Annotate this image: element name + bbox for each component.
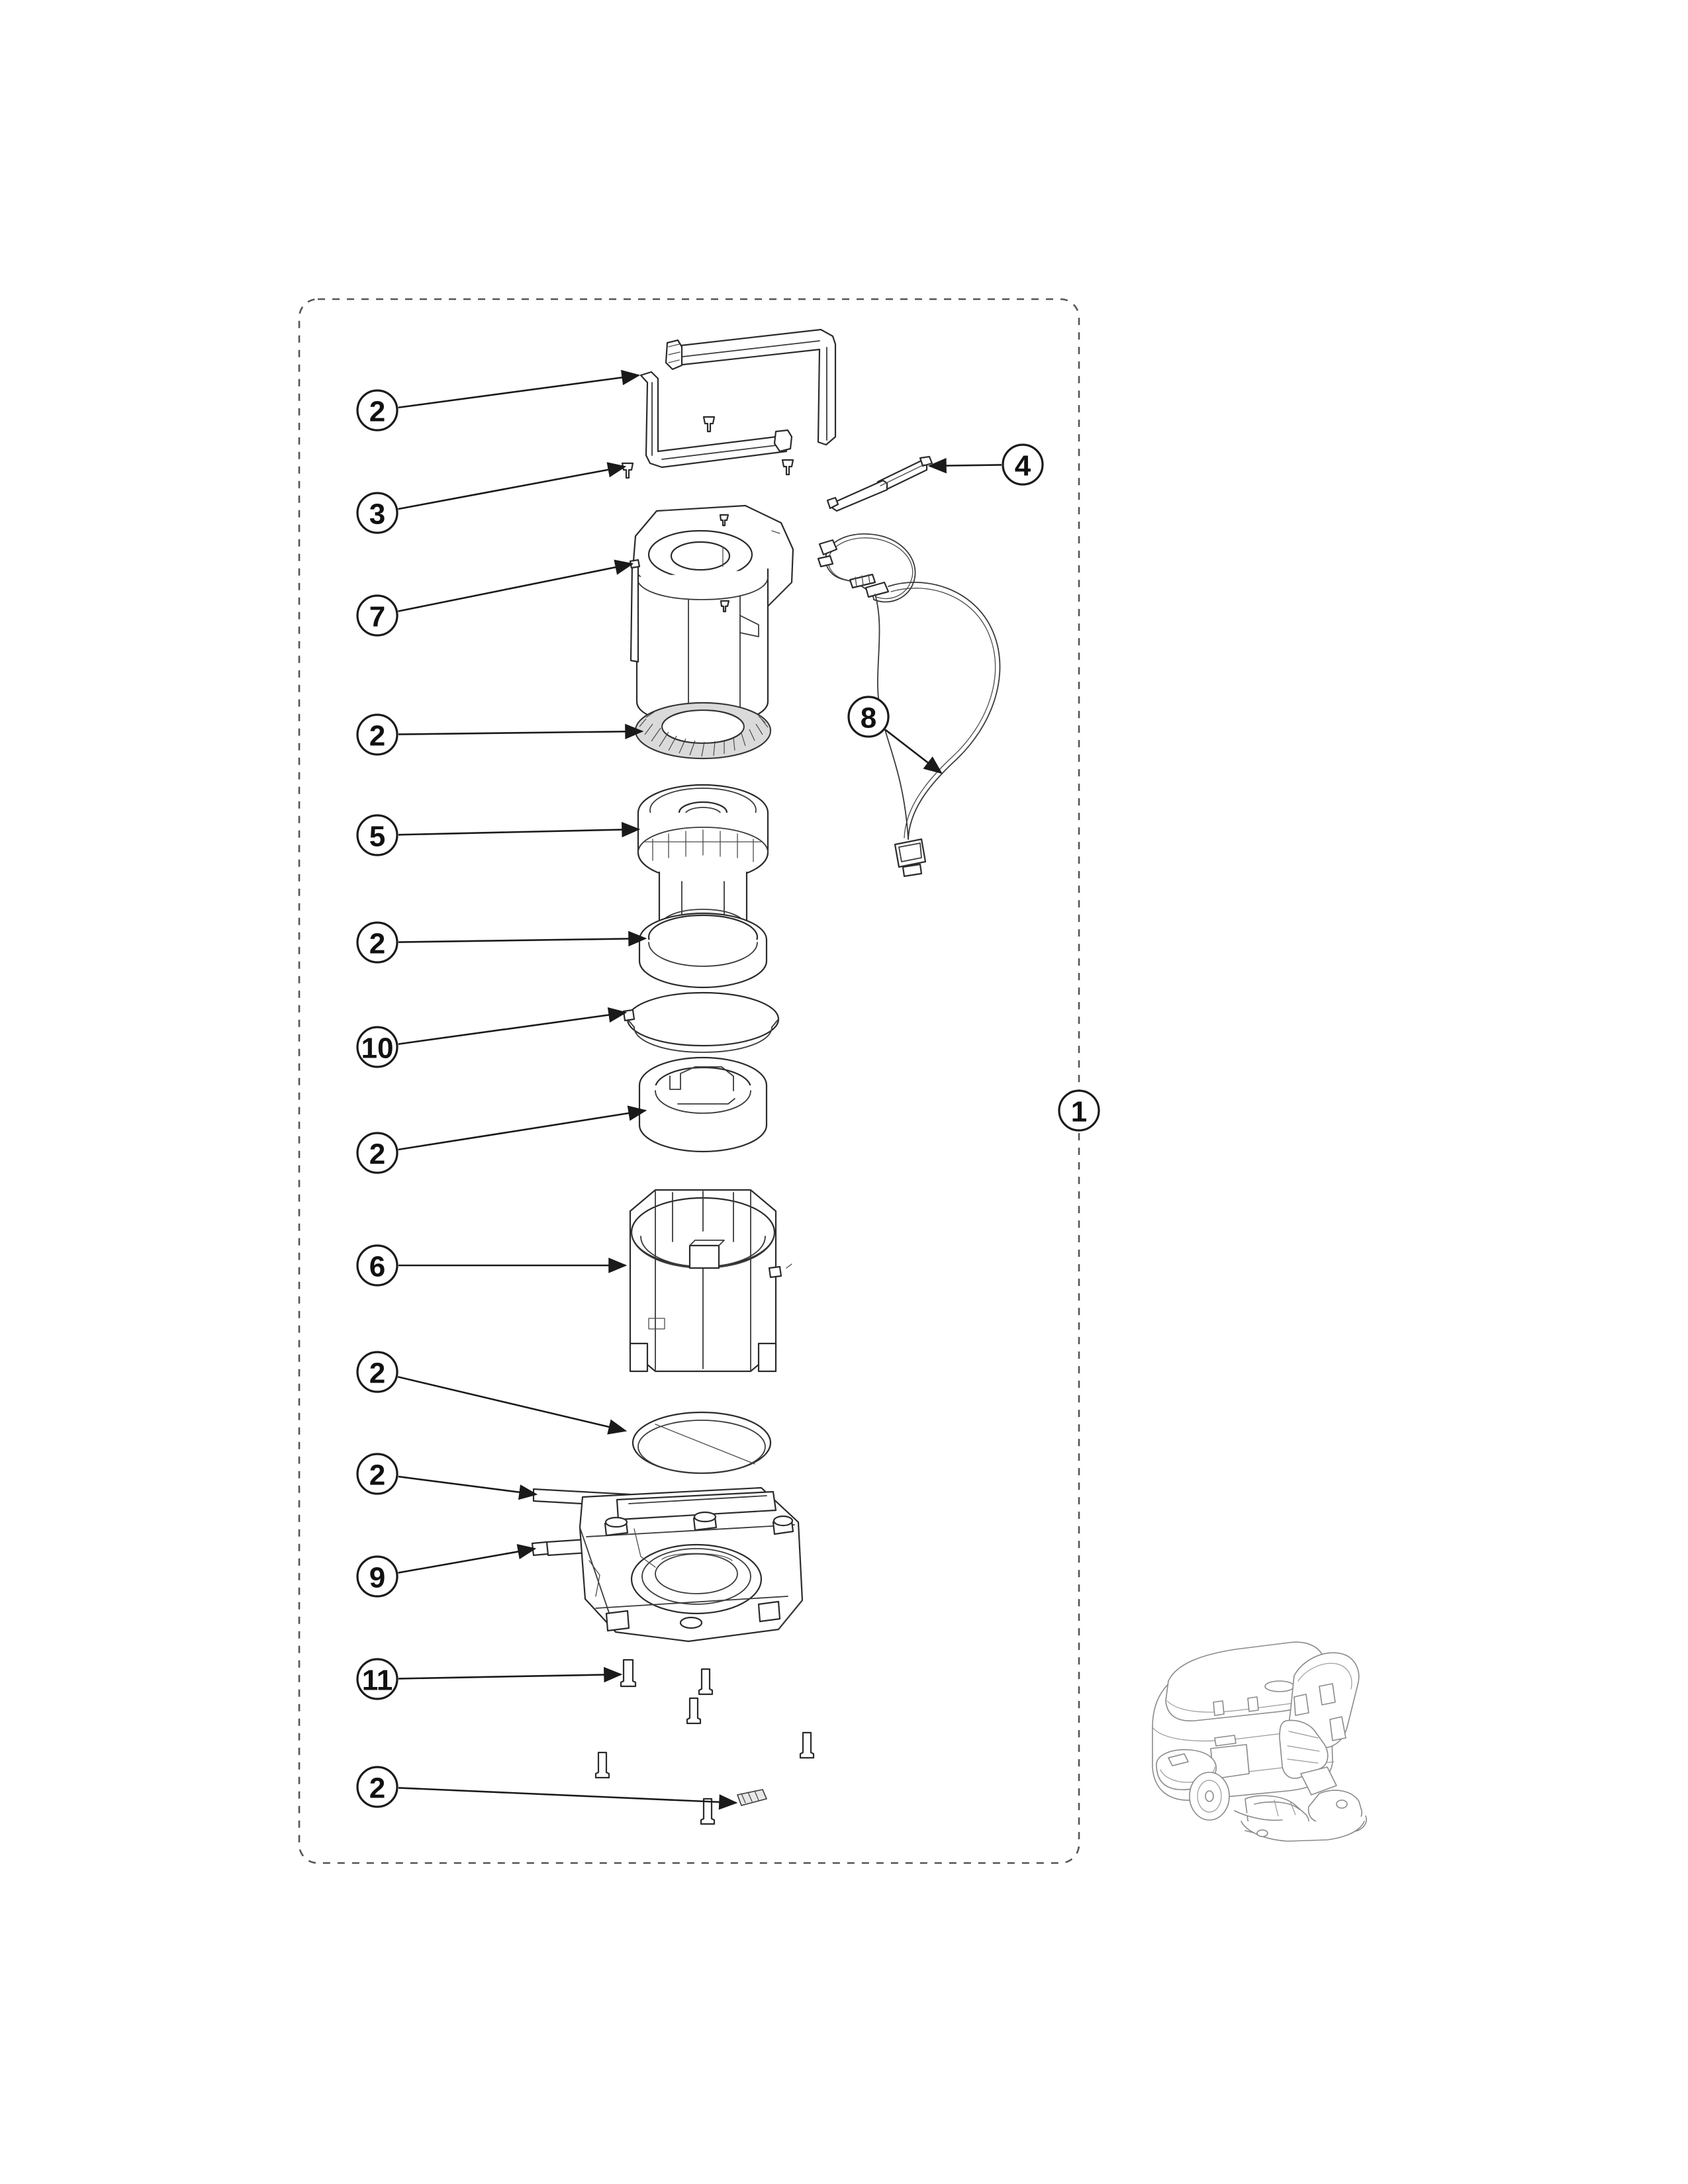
leader-line-2 [398, 1787, 738, 1810]
callout-number: 2 [369, 1138, 385, 1171]
part-wire-harness [817, 533, 1001, 878]
callout-number: 11 [362, 1664, 393, 1697]
part-base-plate-assembly [531, 1486, 804, 1643]
leader-line-2 [398, 369, 641, 409]
callout-circle [356, 1453, 399, 1495]
part-motor-seal-ring [638, 912, 768, 989]
callout-circle [356, 1244, 399, 1287]
callout-circle [847, 696, 890, 738]
part-bolt-c [686, 1697, 702, 1725]
callout-number: 1 [1071, 1096, 1087, 1128]
part-bolt-f [700, 1797, 716, 1825]
leader-line-8 [884, 729, 943, 774]
callout-circle [356, 1132, 399, 1174]
part-screw-small-b [781, 459, 794, 476]
callout-number: 2 [369, 720, 385, 752]
callout-9[interactable]: 9 [356, 1555, 399, 1598]
leader-line-2 [397, 1376, 628, 1435]
callout-number: 8 [861, 702, 876, 735]
part-base-gasket [632, 1411, 772, 1475]
callout-5[interactable]: 5 [356, 814, 399, 856]
callout-circle [1058, 1089, 1100, 1132]
leader-line-2 [398, 931, 647, 947]
leader-line-3 [398, 462, 627, 510]
callout-2[interactable]: 2 [356, 1351, 399, 1393]
callout-number: 3 [369, 498, 385, 531]
part-bolt-e [594, 1751, 610, 1779]
leader-line-7 [398, 559, 634, 612]
part-filter-gasket-ring [634, 702, 772, 760]
leader-line-2 [398, 1475, 538, 1500]
leader-lines [397, 369, 1002, 1810]
leader-line-2 [398, 723, 644, 740]
part-bolt-b [698, 1668, 714, 1696]
part-deck-bolt-b [692, 1511, 718, 1531]
leader-line-10 [398, 1007, 628, 1045]
callout-number: 2 [369, 1459, 385, 1492]
callout-circle [356, 1766, 399, 1808]
part-deck-bolt-a [604, 1516, 629, 1537]
callout-2[interactable]: 2 [356, 921, 399, 964]
part-screw-small-a [702, 416, 716, 433]
callout-circle [356, 1351, 399, 1393]
callout-circle [356, 713, 399, 756]
leader-line-9 [398, 1543, 537, 1574]
callout-number: 2 [369, 396, 385, 428]
callout-10[interactable]: 10 [356, 1026, 399, 1068]
callout-4[interactable]: 4 [1002, 443, 1044, 486]
callout-circle [356, 921, 399, 964]
callout-number: 2 [369, 1357, 385, 1390]
callout-3[interactable]: 3 [356, 492, 399, 534]
callout-circle [356, 389, 399, 432]
callout-7[interactable]: 7 [356, 594, 399, 637]
assembly-group-boundary [298, 298, 1080, 1864]
callout-number: 4 [1015, 450, 1031, 482]
part-bolt-a [620, 1659, 637, 1688]
callout-number: 9 [369, 1562, 385, 1594]
callout-2[interactable]: 2 [356, 1766, 399, 1808]
leader-line-5 [398, 821, 641, 838]
leader-line-4 [927, 457, 1002, 474]
callout-bubbles: 2 3 7 2 5 2 10 2 6 2 2 9 11 2 4 8 1 [356, 389, 1100, 1808]
part-deck-bolt-c [772, 1515, 794, 1535]
callout-circle [356, 1658, 399, 1700]
callout-2[interactable]: 2 [356, 1132, 399, 1174]
callout-number: 7 [369, 601, 385, 633]
part-cable-clip [736, 1789, 768, 1806]
leader-line-2 [398, 1105, 647, 1151]
callout-number: 6 [369, 1251, 385, 1283]
part-bracket-bar-front [639, 371, 793, 469]
callout-11[interactable]: 11 [356, 1658, 399, 1700]
callout-circle [356, 594, 399, 637]
callout-2[interactable]: 2 [356, 713, 399, 756]
callout-circle [356, 1555, 399, 1598]
part-bracket-bar-rear [665, 328, 837, 446]
part-motor-collar [638, 1056, 768, 1153]
part-bolt-d [799, 1731, 815, 1759]
callout-number: 5 [369, 821, 385, 853]
callout-circle [356, 1026, 399, 1068]
leader-line-11 [398, 1666, 623, 1683]
part-mounting-ring [622, 991, 780, 1053]
part-motor-cover [629, 504, 794, 725]
callout-6[interactable]: 6 [356, 1244, 399, 1287]
callout-2[interactable]: 2 [356, 389, 399, 432]
callout-circle [356, 814, 399, 856]
callout-1[interactable]: 1 [1058, 1089, 1100, 1132]
callout-number: 10 [361, 1032, 394, 1065]
callout-circle [1002, 443, 1044, 486]
callout-number: 2 [369, 928, 385, 960]
part-motor-shroud [629, 1189, 792, 1373]
callout-2[interactable]: 2 [356, 1453, 399, 1495]
callout-8[interactable]: 8 [847, 696, 890, 738]
callout-circle [356, 492, 399, 534]
callout-number: 2 [369, 1772, 385, 1805]
